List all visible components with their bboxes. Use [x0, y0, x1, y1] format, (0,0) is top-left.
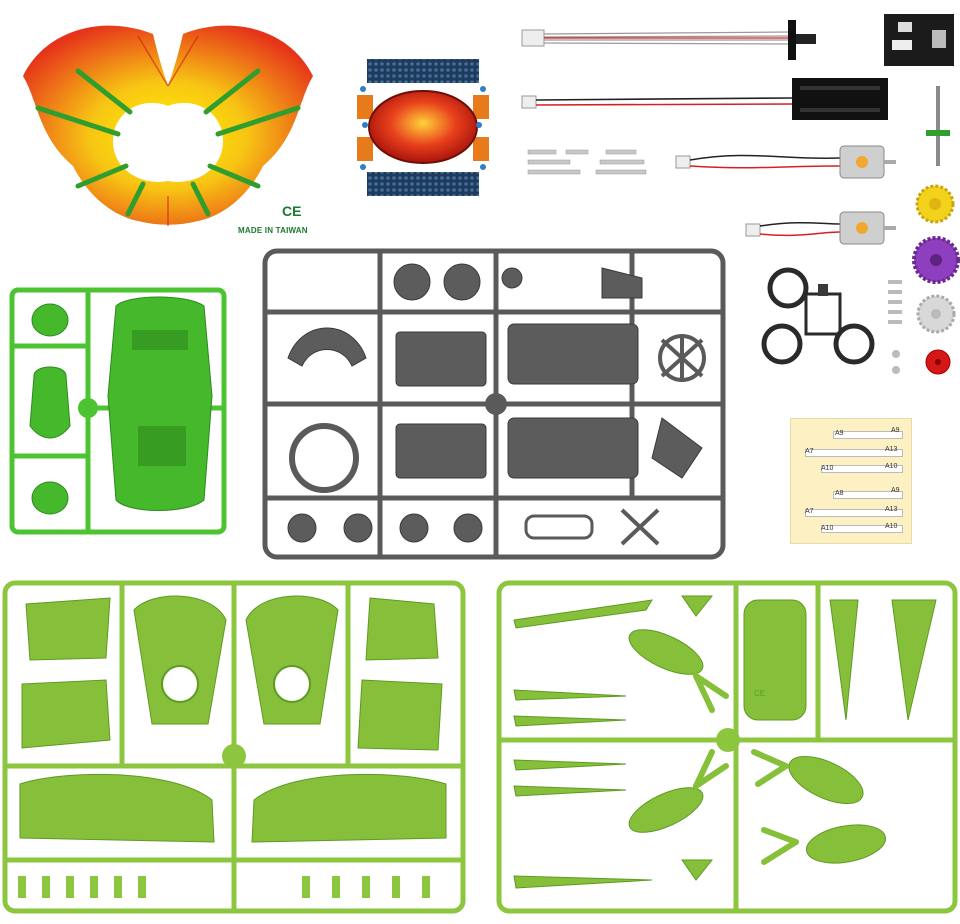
- label-a10: A10: [885, 463, 898, 470]
- gears: [888, 184, 960, 375]
- gray-sprue: [262, 248, 726, 560]
- label-a7: A7: [805, 448, 814, 455]
- body-ce-mark: CE: [754, 689, 765, 698]
- label-a9: A9: [891, 427, 900, 434]
- electronics: [521, 14, 954, 245]
- gear-red: [925, 349, 951, 375]
- label-a10: A10: [821, 465, 834, 472]
- gear-purple: [912, 236, 960, 284]
- head-sticker: [357, 59, 489, 196]
- made-in-label: MADE IN TAIWAN: [238, 226, 308, 235]
- ce-mark: CE: [282, 203, 302, 219]
- label-a8: A8: [835, 490, 844, 497]
- label-a9: A9: [835, 430, 844, 437]
- rubber-rings: [761, 267, 875, 365]
- wing-sticker: [23, 25, 313, 226]
- label-a10: A10: [885, 523, 898, 530]
- gear-yellow: [915, 184, 955, 224]
- green-sprue-small: [9, 287, 227, 535]
- label-a13: A13: [885, 446, 898, 453]
- label-a7: A7: [805, 508, 814, 515]
- label-a9: A9: [891, 487, 900, 494]
- label-a13: A13: [885, 506, 898, 513]
- label-sheet: A9 A9 A7 A13 A10 A10 A8 A9 A7 A13 A10 A1…: [790, 418, 912, 544]
- gear-white: [916, 294, 956, 334]
- label-a10: A10: [821, 525, 834, 532]
- lime-sprue-right: CE: [496, 580, 958, 914]
- lime-sprue-left: [2, 580, 466, 914]
